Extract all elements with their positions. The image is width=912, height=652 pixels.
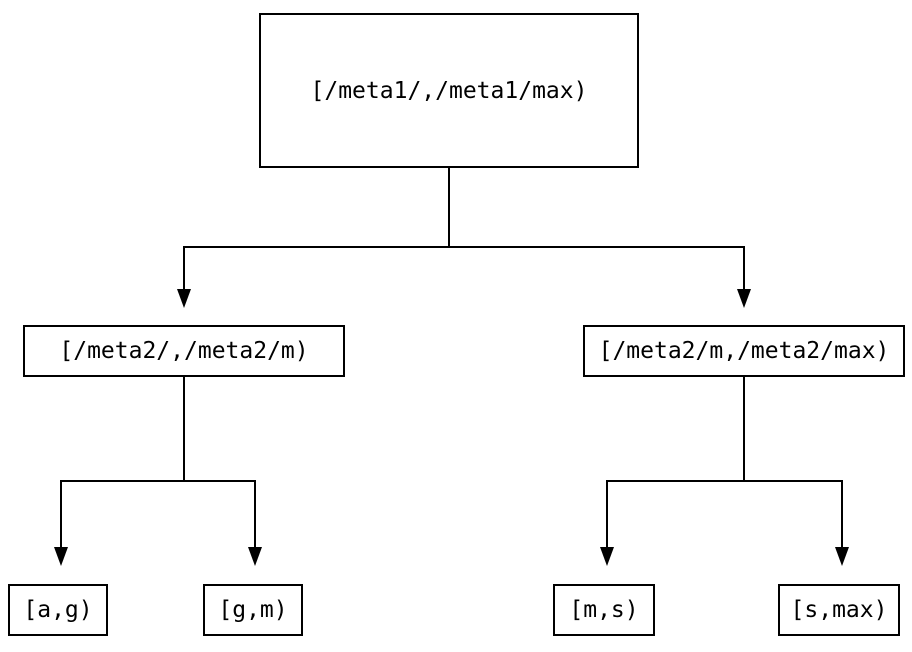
- arrowhead-to-leaf-g-m-icon: [248, 547, 262, 566]
- arrowhead-to-leaf-s-max-icon: [835, 547, 849, 566]
- node-meta2-right-range: [/meta2/m,/meta2/max): [583, 325, 905, 377]
- edge-to-leaf-m-s-line: [606, 480, 608, 547]
- arrowhead-to-leaf-m-s-icon: [600, 547, 614, 566]
- edge-root-trunk-line: [448, 168, 450, 248]
- edge-root-crossbar-line: [183, 246, 745, 248]
- edge-root-to-meta2-right-line: [743, 246, 745, 289]
- node-meta2-left-range: [/meta2/,/meta2/m): [23, 325, 345, 377]
- edge-meta2-left-crossbar-line: [60, 480, 256, 482]
- node-leaf-range-m-s: [m,s): [553, 584, 655, 636]
- edge-meta2-right-crossbar-line: [606, 480, 843, 482]
- node-leaf-range-a-g: [a,g): [8, 584, 108, 636]
- edge-meta2-left-trunk-line: [183, 377, 185, 482]
- arrowhead-to-leaf-a-g-icon: [54, 547, 68, 566]
- arrowhead-to-meta2-left-icon: [177, 289, 191, 308]
- edge-meta2-right-trunk-line: [743, 377, 745, 482]
- edge-to-leaf-a-g-line: [60, 480, 62, 547]
- edge-to-leaf-g-m-line: [254, 480, 256, 547]
- node-leaf-range-s-max: [s,max): [778, 584, 900, 636]
- edge-root-to-meta2-left-line: [183, 246, 185, 289]
- node-meta1-root-range: [/meta1/,/meta1/max): [259, 13, 639, 168]
- arrowhead-to-meta2-right-icon: [737, 289, 751, 308]
- edge-to-leaf-s-max-line: [841, 480, 843, 547]
- node-leaf-range-g-m: [g,m): [203, 584, 303, 636]
